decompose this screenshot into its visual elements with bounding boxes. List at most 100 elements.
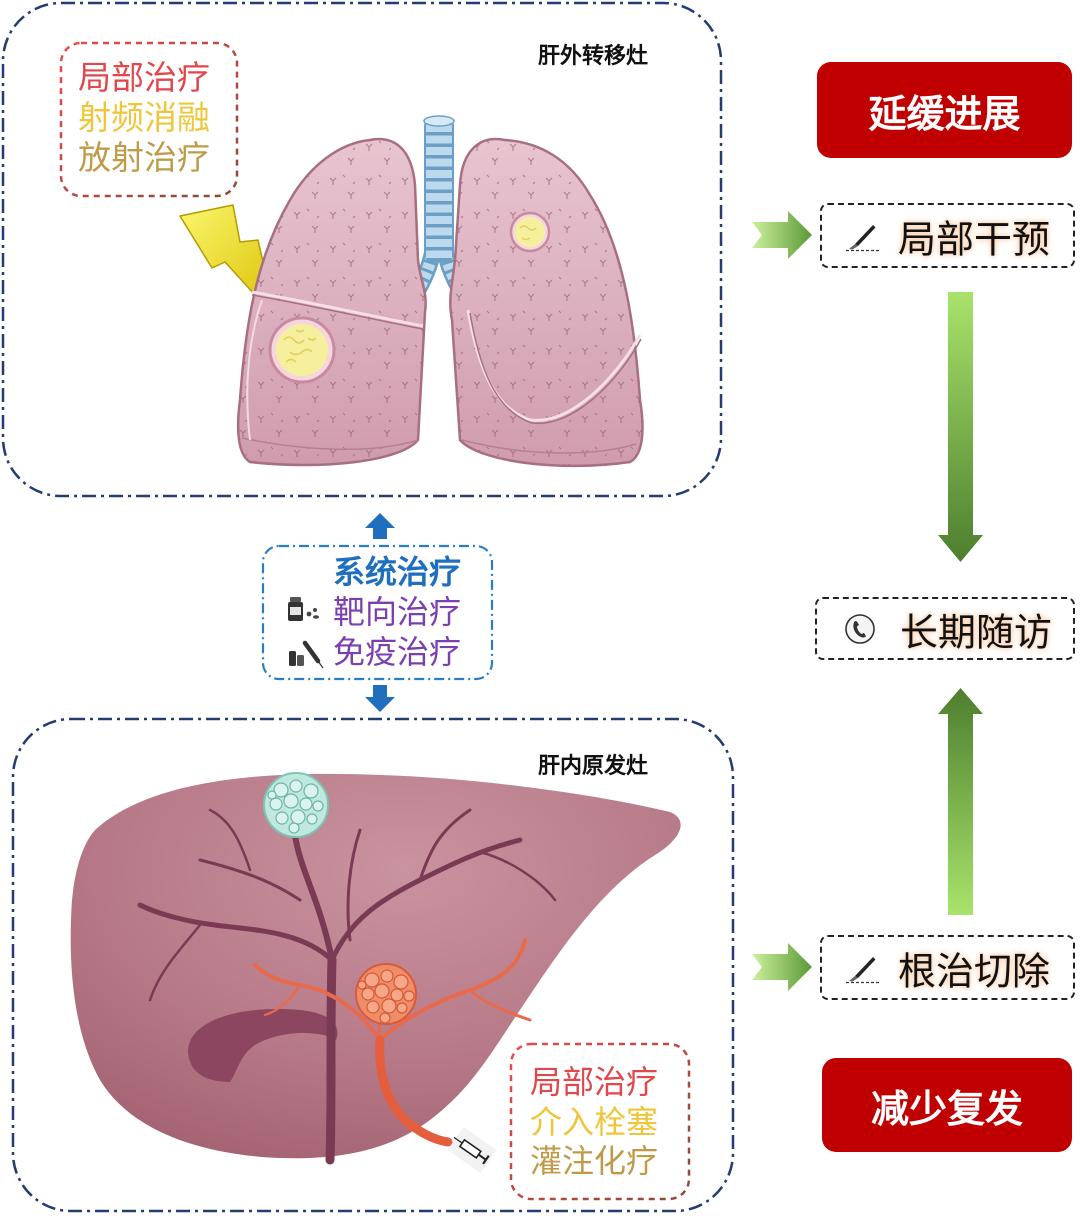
tumor-cell (393, 974, 409, 990)
tumor-cell (357, 980, 367, 990)
extrahepatic-therapy-item: 射频消融 (78, 98, 210, 137)
systemic-therapy-title: 系统治疗 (333, 553, 462, 591)
tumor-cell (381, 998, 397, 1014)
syringe-needle (317, 660, 324, 669)
tumor-cell (380, 969, 394, 983)
vein-branch (418, 808, 472, 882)
tumor-cell (273, 782, 289, 798)
arrow-up-to-extrahepatic (365, 513, 395, 539)
trachea-top (423, 115, 455, 127)
artery-branch (263, 983, 302, 1017)
vein-branch (346, 828, 362, 942)
tumor-cell (403, 990, 415, 1002)
arrow-up-to-follow-up (938, 688, 983, 915)
tumor-cell (267, 790, 277, 800)
tumor-cell (374, 983, 390, 999)
vein-trunk (325, 955, 337, 1165)
intrahepatic-therapy-item: 灌注化疗 (530, 1142, 659, 1180)
lungs-illustration (236, 115, 644, 468)
systemic-therapy-list: 系统治疗 靶向治疗 免疫治疗 (333, 552, 461, 672)
pill (313, 608, 317, 612)
pill-bottle-label (290, 607, 301, 615)
arrow-down-to-intrahepatic (365, 685, 395, 712)
intrahepatic-therapy-list: 局部治疗 介入栓塞 灌注化疗 (530, 1063, 658, 1182)
systemic-therapy-box (261, 544, 494, 681)
lung-tumor-large-texture (283, 329, 317, 363)
syringe-needle (453, 1136, 463, 1144)
tumor-cell (312, 800, 324, 812)
extrahepatic-therapy-box (59, 41, 239, 198)
systemic-therapy-item: 靶向治疗 (333, 593, 462, 631)
scalpel-handle (855, 224, 876, 246)
tumor-cell (361, 987, 375, 1001)
lung-tumor-small-texture (519, 225, 537, 241)
artery-branch (253, 963, 382, 1042)
scalpel-icon (846, 224, 879, 251)
tumor-cell (299, 797, 313, 811)
tumor-cell (303, 783, 319, 799)
vial (289, 651, 296, 666)
follow-up-box: 长期随访 (815, 597, 1075, 660)
hepatic-veins (137, 808, 557, 1165)
left-lung-lateral-fold (246, 299, 263, 441)
syringe-icon (289, 640, 324, 669)
arrow-down-to-follow-up (938, 292, 983, 562)
tumor-cell (283, 793, 299, 809)
intrahepatic-region-border (11, 717, 735, 1213)
local-intervention-label: 局部干预 (898, 217, 1051, 261)
delay-progression-box: 延缓进展 (817, 62, 1072, 158)
phone-icon (845, 613, 875, 644)
left-lung-fissure (251, 290, 424, 328)
syringe-barrel (302, 640, 321, 664)
intrahepatic-label: 肝内原发灶 (538, 754, 649, 779)
phone-handset (853, 620, 866, 637)
liver-caudate-lobe (188, 1009, 338, 1082)
syringe-plunger (477, 1153, 487, 1161)
vein-branch (148, 923, 202, 1002)
intrahepatic-therapy-item: 介入栓塞 (530, 1102, 659, 1141)
catheter (375, 1035, 453, 1147)
arrow-right-to-intervention (752, 211, 812, 259)
systemic-therapy-item: 免疫治疗 (333, 633, 462, 671)
scalpel-blade (849, 243, 858, 249)
tumor-cell (288, 822, 300, 834)
extrahepatic-therapy-item: 放射治疗 (78, 138, 210, 177)
extrahepatic-therapy-list: 局部治疗 射频消融 放射治疗 (78, 58, 210, 178)
left-lung-lower-edge (241, 437, 419, 451)
arrow-right-to-resection (752, 943, 812, 991)
tumor-cell (275, 811, 289, 825)
radical-resection-box: 根治切除 (820, 935, 1075, 1000)
right-lung-texture (450, 139, 643, 466)
intrahepatic-therapy-title: 局部治疗 (530, 1063, 659, 1101)
scalpel-handle (855, 956, 876, 978)
tumor-cell (366, 1000, 380, 1014)
follow-up-label: 长期随访 (900, 610, 1053, 654)
hepatic-arteries (253, 938, 532, 1147)
vein-branch (292, 832, 335, 963)
scalpel-icon (846, 956, 879, 983)
liver-tumor-orange (355, 963, 417, 1025)
local-intervention-box: 局部干预 (820, 203, 1075, 268)
pill (306, 611, 312, 617)
tumor-cell (290, 809, 306, 825)
right-lung-lower-edge (461, 439, 637, 454)
tumor-cell (306, 813, 318, 825)
radical-resection-label: 根治切除 (898, 949, 1051, 993)
extrahepatic-therapy-title: 局部治疗 (78, 58, 210, 97)
tumor-cell (269, 797, 283, 811)
vein-branch (208, 808, 252, 872)
right-lung-fissure-shadow (469, 312, 642, 425)
pill (313, 615, 319, 619)
tumor-cell (364, 972, 380, 988)
tumor-cell (390, 988, 404, 1002)
syringe-handle (482, 1155, 490, 1165)
liver-tumor-green (263, 772, 329, 838)
vial (297, 655, 304, 666)
artery-branch (468, 988, 532, 1022)
intrahepatic-therapy-box (509, 1042, 691, 1201)
catheter-syringe-icon (447, 1127, 497, 1173)
vein-branch (137, 902, 335, 963)
extrahepatic-region-border (1, 1, 723, 498)
